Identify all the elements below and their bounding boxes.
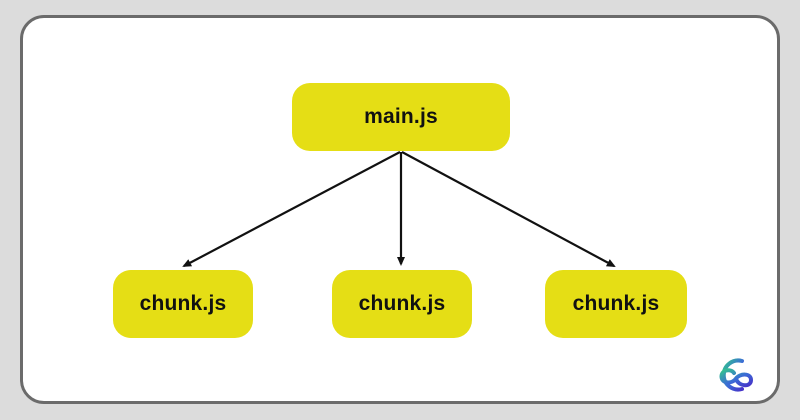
logo-c-arc	[721, 358, 744, 392]
diagram-card	[20, 15, 780, 404]
node-chunk-js-left: chunk.js	[113, 270, 253, 338]
infinity-c-logo	[719, 358, 754, 392]
node-chunk-js-right: chunk.js	[545, 270, 687, 338]
node-chunk-js-middle: chunk.js	[332, 270, 472, 338]
node-chunk-js-left-label: chunk.js	[139, 292, 227, 315]
node-chunk-js-middle-label: chunk.js	[358, 292, 446, 315]
node-main-js: main.js	[292, 83, 510, 151]
logo-infinity-loop	[719, 368, 754, 388]
node-chunk-js-right-label: chunk.js	[572, 292, 660, 315]
node-main-js-label: main.js	[364, 105, 438, 128]
